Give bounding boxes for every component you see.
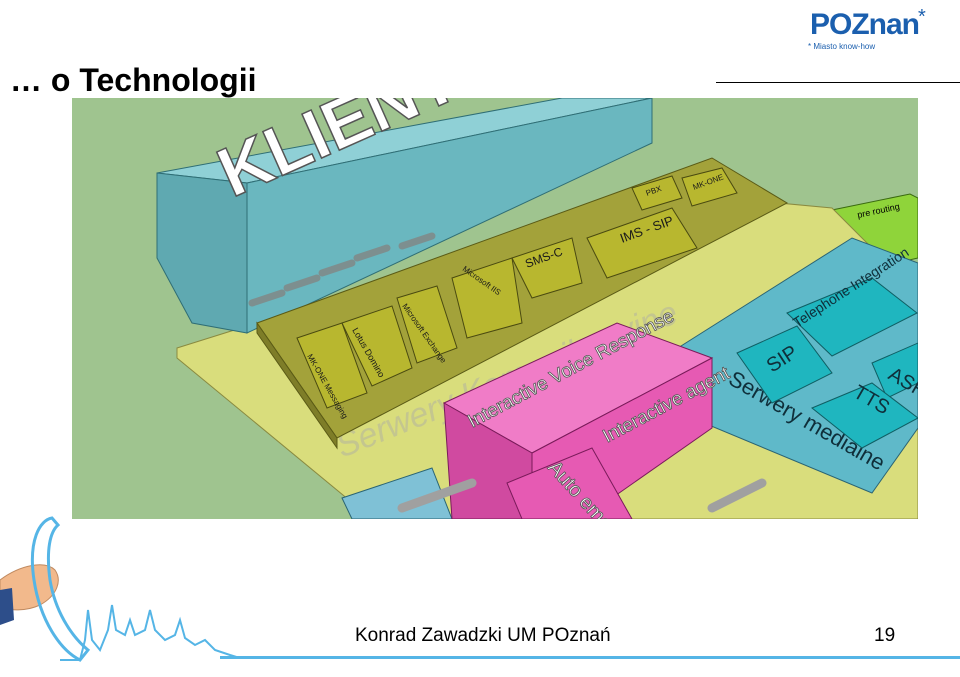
title-rule bbox=[716, 82, 960, 83]
skyline-handset-illustration bbox=[0, 516, 240, 662]
pipes-front bbox=[397, 478, 767, 513]
page-number: 19 bbox=[874, 625, 896, 646]
hand-icon bbox=[0, 564, 59, 611]
bottom-block bbox=[341, 467, 453, 519]
footer-line bbox=[220, 656, 960, 659]
klient-front bbox=[156, 172, 248, 334]
logo-text: POZnan bbox=[810, 8, 920, 41]
skyline-outline bbox=[60, 604, 240, 661]
footer-author: Konrad Zawadzki UM POznań bbox=[355, 625, 611, 646]
server-platform-edge bbox=[256, 321, 338, 450]
logo-tagline: * Miasto know-how bbox=[808, 42, 876, 51]
sleeve bbox=[0, 588, 14, 625]
slide-title: … o Technologii bbox=[10, 62, 257, 98]
handset-icon bbox=[30, 516, 91, 662]
klient-side bbox=[246, 98, 653, 334]
architecture-illustration: pre routing Serwery Komunikacyjne KLIENT… bbox=[72, 98, 918, 519]
logo-star-icon: * bbox=[918, 6, 926, 28]
poznan-logo: POZnan * * Miasto know-how bbox=[806, 6, 936, 52]
auto-email-block bbox=[506, 447, 633, 519]
